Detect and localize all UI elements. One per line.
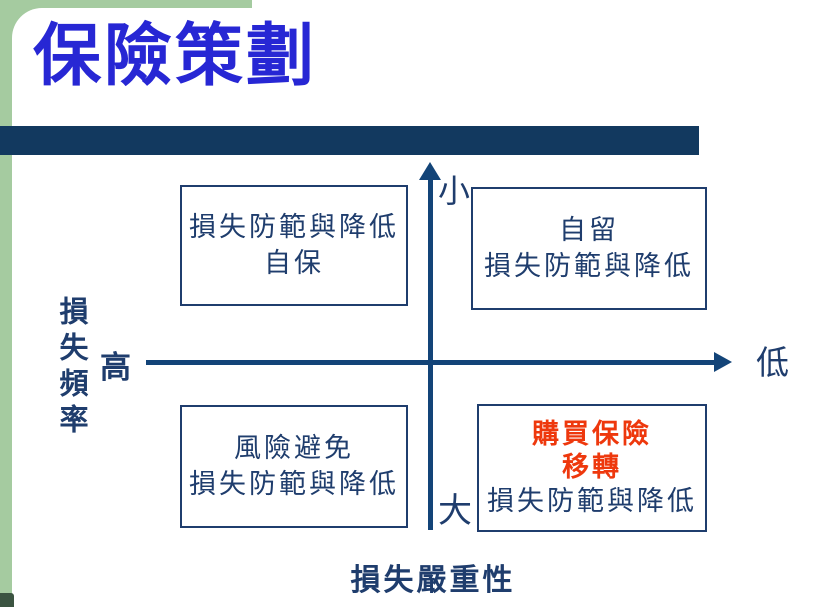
quadrant-line: 風險避免 — [234, 432, 354, 463]
quadrant-line: 損失防範與降低 — [487, 485, 697, 516]
x-axis-title: 損失嚴重性 — [350, 564, 516, 597]
horizontal-axis-arrowhead-icon — [714, 352, 732, 372]
y-axis-title: 損失頻率 — [55, 296, 87, 440]
quadrant-box-bottom-left: 風險避免 損失防範與降低 — [180, 405, 408, 528]
top-green-strip — [0, 0, 252, 8]
y-axis-origin-label: 高 — [100, 350, 131, 385]
quadrant-line: 損失防範與降低 — [189, 468, 399, 499]
slide-title: 保險策劃 — [33, 18, 318, 94]
bottom-left-corner-square — [0, 593, 14, 607]
quadrant-line: 自保 — [264, 247, 324, 278]
quadrant-highlight-line: 移轉 — [562, 452, 622, 483]
y-axis-top-label: 小 — [438, 173, 471, 209]
left-green-strip — [0, 0, 12, 607]
quadrant-line: 損失防範與降低 — [484, 250, 694, 281]
x-axis-right-label: 低 — [756, 344, 789, 381]
quadrant-box-top-right: 自留 損失防範與降低 — [471, 187, 707, 310]
quadrant-box-top-left: 損失防範與降低 自保 — [180, 185, 408, 306]
y-axis-bottom-label: 大 — [438, 492, 472, 530]
vertical-axis-line — [428, 178, 433, 530]
horizontal-axis-line — [146, 360, 716, 365]
quadrant-line: 自留 — [559, 214, 619, 245]
title-underline-bar — [0, 126, 699, 155]
quadrant-highlight-line: 購買保險 — [532, 419, 652, 450]
rounded-card-corner — [12, 8, 84, 80]
quadrant-box-bottom-right: 購買保險 移轉 損失防範與降低 — [477, 404, 707, 532]
vertical-axis-arrowhead-icon — [419, 162, 441, 180]
quadrant-line: 損失防範與降低 — [189, 211, 399, 242]
